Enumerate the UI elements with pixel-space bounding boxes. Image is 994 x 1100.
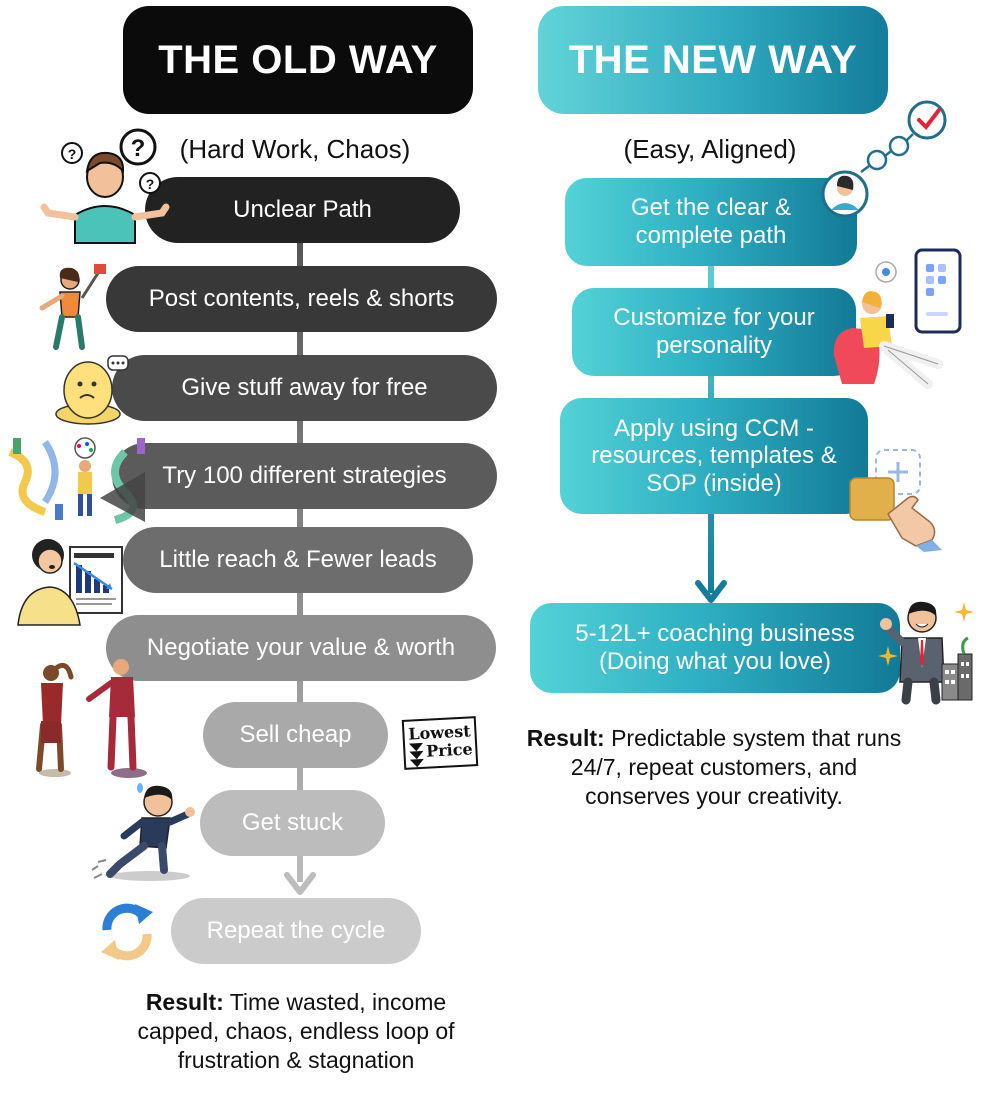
old-step-5: Little reach & Fewer leads [123, 527, 473, 593]
worried-woman-chart-icon [17, 539, 123, 626]
new-way-header: THE NEW WAY [538, 6, 888, 114]
svg-text:?: ? [146, 176, 155, 192]
old-step-8: Get stuck [200, 790, 385, 856]
cycle-arrows-icon [101, 903, 153, 961]
arguing-people-icon [36, 659, 147, 778]
old-result-label: Result: [145, 989, 224, 1015]
pointing-hand-icon [849, 449, 942, 552]
old-step-9: Repeat the cycle [171, 898, 421, 964]
new-step-2: Customize for your personality [572, 288, 856, 376]
old-way-header: THE OLD WAY [123, 6, 473, 114]
new-step-4: 5-12L+ coaching business (Doing what you… [530, 603, 900, 693]
maze-paths-icon [8, 437, 145, 524]
lowest-price-badge-icon: Lowest Price [401, 716, 479, 770]
phone-woman-icon [833, 248, 962, 389]
new-result-text: Predictable system that runs 24/7, repea… [570, 725, 902, 810]
old-step-7: Sell cheap [203, 702, 388, 768]
badge-down-arrows-icon [408, 742, 424, 768]
old-step-3: Give stuff away for free [112, 355, 497, 421]
old-way-title: THE OLD WAY [158, 37, 438, 82]
old-way-result: Result: Time wasted, income capped, chao… [110, 988, 482, 1076]
old-step-4: Try 100 different strategies [112, 443, 497, 509]
sad-blob-icon [55, 355, 129, 425]
old-result-text: Time wasted, income capped, chaos, endle… [137, 989, 455, 1074]
new-way-title: THE NEW WAY [568, 37, 858, 82]
selfie-person-icon [39, 264, 106, 350]
new-way-result: Result: Predictable system that runs 24/… [524, 724, 904, 812]
stuck-running-man-icon [91, 783, 195, 881]
svg-text:?: ? [68, 146, 77, 162]
success-businessman-icon [878, 601, 974, 705]
old-step-6: Negotiate your value & worth [106, 615, 496, 681]
old-way-arrow-head [284, 872, 316, 895]
new-way-arrow-head [695, 580, 727, 603]
confused-person-icon: ? ? ? [40, 128, 170, 244]
svg-text:?: ? [131, 135, 146, 162]
old-step-2: Post contents, reels & shorts [106, 266, 497, 332]
old-step-1: Unclear Path [145, 177, 460, 243]
checklist-path-icon [821, 100, 947, 218]
new-result-label: Result: [526, 725, 605, 751]
old-way-subtitle: (Hard Work, Chaos) [179, 134, 411, 164]
new-way-subtitle: (Easy, Aligned) [623, 134, 797, 164]
new-step-3: Apply using CCM - resources, templates &… [560, 398, 868, 514]
new-step-1: Get the clear & complete path [565, 178, 857, 266]
